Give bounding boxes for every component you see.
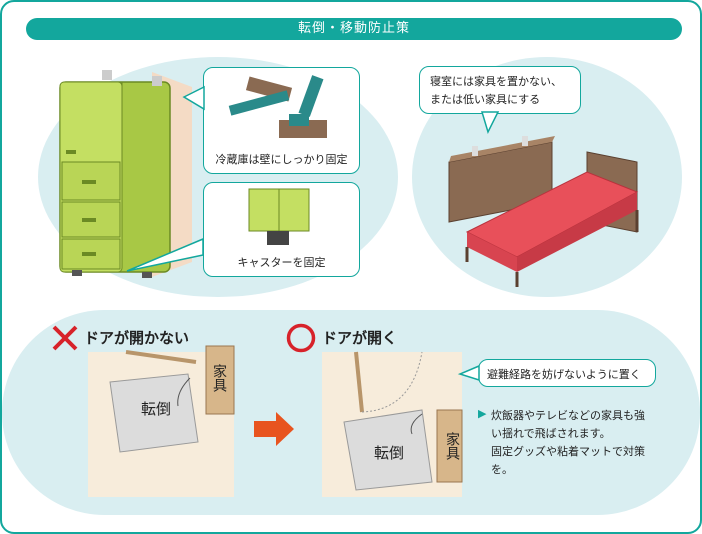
strap-icon: [228, 75, 327, 138]
note-line-3: 固定グッズや粘着マットで対策: [491, 445, 645, 458]
good-furniture-label: 家具: [444, 432, 460, 460]
good-heading: ドアが開く: [322, 329, 398, 347]
caster-caption: キャスターを固定: [237, 256, 326, 269]
title-bar: 転倒・移動防止策: [26, 18, 682, 40]
bad-heading: ドアが開かない: [84, 329, 190, 347]
bedroom-caption-line-1: 寝室には家具を置かない、: [430, 75, 562, 88]
evac-caption: 避難経路を妨げないように置く: [487, 368, 641, 381]
circle-icon: [286, 323, 316, 353]
bad-furniture-label: 家具: [211, 364, 227, 392]
fridge-wall-caption: 冷蔵庫は壁にしっかり固定: [215, 153, 348, 166]
note-line-2: い揺れで飛ばされます。: [491, 427, 611, 440]
fridge-illustration: [59, 70, 192, 278]
note-line-4: を。: [491, 463, 513, 476]
fridge-wall-callout: 冷蔵庫は壁にしっかり固定: [203, 67, 360, 174]
callout-pointer: [457, 364, 480, 382]
note-line-1: 炊飯器やテレビなどの家具も強: [491, 409, 645, 422]
evac-callout: 避難経路を妨げないように置く: [478, 359, 656, 387]
callout-pointer: [182, 85, 205, 111]
good-room-diagram: [322, 351, 463, 497]
bad-fall-label: 転倒: [141, 400, 172, 418]
bedroom-caption-line-2: または低い家具にする: [430, 93, 541, 106]
note-marker: ▶: [478, 407, 487, 420]
callout-pointer: [480, 111, 500, 135]
caster-icon: [248, 188, 310, 245]
caster-callout: キャスターを固定: [203, 182, 360, 277]
bedroom-callout: 寝室には家具を置かない、 または低い家具にする: [419, 66, 581, 114]
cross-icon: [52, 325, 78, 351]
bed-illustration: [448, 136, 639, 287]
good-fall-label: 転倒: [374, 444, 405, 462]
arrow-right-icon: [254, 412, 294, 446]
callout-pointer: [126, 237, 204, 272]
bad-room-diagram: [88, 345, 235, 497]
